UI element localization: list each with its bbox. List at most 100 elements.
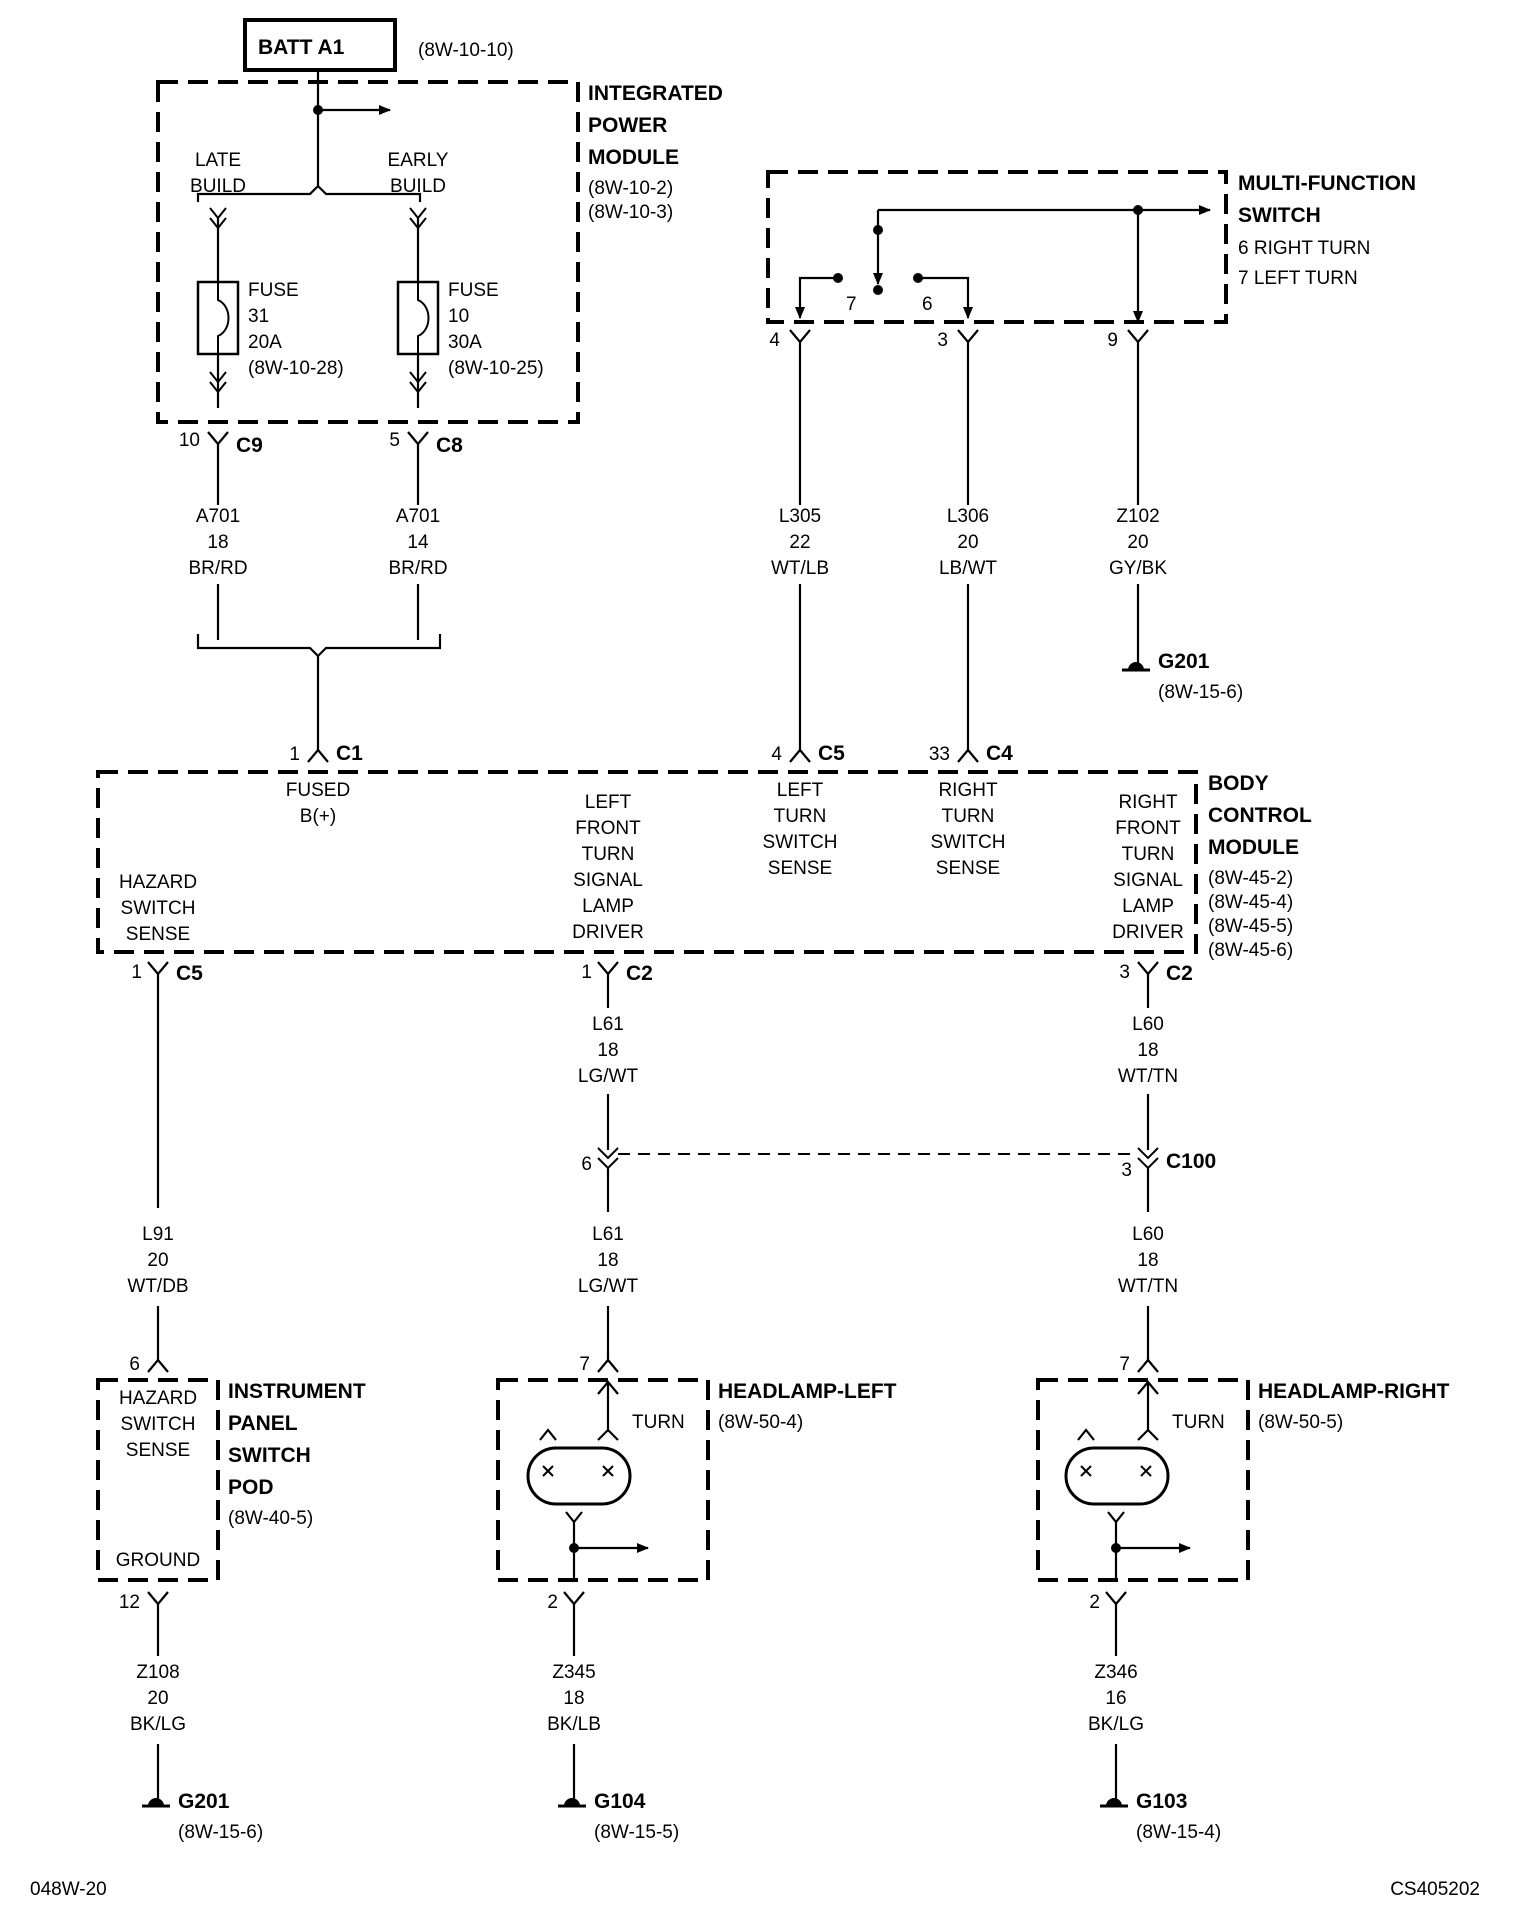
headlamp-left-boundary [496, 1378, 710, 1582]
headlamp-left-ref: (8W-50-4) [718, 1412, 803, 1433]
lf-driver-label: DRIVER [572, 922, 644, 943]
rf-driver-label: DRIVER [1112, 922, 1184, 943]
wire-l306: L306 20 LB/WT [939, 506, 997, 579]
mfs-note-2: 7 LEFT TURN [1238, 268, 1358, 289]
build-brace [196, 184, 422, 202]
wire-color: LB/WT [939, 558, 997, 579]
wire-color: BK/LG [130, 1714, 186, 1735]
bcm-c1-label: C1 [336, 742, 363, 765]
ground-g103: G103 (8W-15-4) [1100, 1790, 1221, 1843]
mfs-boundary [766, 170, 1228, 324]
pin-number: 1 [131, 962, 142, 983]
wire-l61-upper: L61 18 LG/WT [578, 1014, 639, 1087]
wire-l91: L91 20 WT/DB [127, 1224, 188, 1297]
headlamp-bulb-icon [1064, 1446, 1170, 1506]
c9-pin: 10 [179, 430, 200, 451]
connector-bcm-c5-bottom: 1 C5 [131, 961, 203, 1208]
pin-number: 7 [1119, 1354, 1130, 1375]
wire-a701-14: A701 14 BR/RD [388, 506, 447, 579]
wire-z345: Z345 18 BK/LB [547, 1662, 601, 1735]
pin-number: 1 [581, 962, 592, 983]
connector-label: C5 [818, 742, 845, 765]
a701-brace [196, 634, 442, 658]
headlamp-right-boundary [1036, 1378, 1250, 1582]
headlamp-left: 7 HEADLAMP-LEFT (8W-50-4) TURN 2 [496, 1354, 897, 1656]
late-build-line1: LATE [195, 150, 241, 171]
ipm-ref-2: (8W-10-3) [588, 202, 673, 223]
wire-color: WT/DB [127, 1276, 188, 1297]
wire-code: A701 [396, 506, 440, 527]
switch-pod-title: PANEL [228, 1412, 298, 1435]
pin-number: 9 [1107, 330, 1118, 351]
c9-label: C9 [236, 434, 263, 457]
headlamp-right-title: HEADLAMP-RIGHT [1258, 1380, 1449, 1403]
wire-color: LG/WT [578, 1066, 639, 1087]
bcm-title-line1: BODY [1208, 772, 1269, 795]
ground-icon [1128, 662, 1144, 670]
figure-code-left: 048W-20 [30, 1879, 107, 1900]
hazard-sense-label: SENSE [126, 924, 190, 945]
lf-driver-label: FRONT [575, 818, 641, 839]
ipm-title-line2: POWER [588, 114, 667, 137]
ground-icon [148, 1798, 164, 1806]
wire-code: L91 [142, 1224, 174, 1245]
wire-l60-lower: L60 18 WT/TN [1118, 1224, 1178, 1297]
pin-number: 7 [579, 1354, 590, 1375]
wire-gauge: 20 [147, 1250, 168, 1271]
headlamp-bulb-icon [526, 1446, 632, 1506]
wire-code: A701 [196, 506, 240, 527]
bcm-c1-pin: 1 [289, 744, 300, 765]
mfs-pin-9: 9 [1107, 329, 1149, 505]
bcm-ref: (8W-45-6) [1208, 940, 1293, 961]
bcm-ref: (8W-45-2) [1208, 868, 1293, 889]
pin-number: 3 [1121, 1160, 1132, 1181]
right-sense-label: TURN [942, 806, 995, 827]
instrument-panel-switch-pod: 6 HAZARD SWITCH SENSE GROUND INSTRUMENT … [96, 1354, 366, 1656]
fused-label: FUSED [286, 780, 350, 801]
pin-number: 6 [129, 1354, 140, 1375]
left-sense-label: SENSE [768, 858, 832, 879]
mfs-title-line2: SWITCH [1238, 204, 1321, 227]
connector-label: C4 [986, 742, 1013, 765]
rf-driver-label: FRONT [1115, 818, 1181, 839]
ipm-boundary [156, 80, 580, 424]
fuse-10-rating: 30A [448, 332, 482, 353]
fuse-31-label: FUSE [248, 280, 299, 301]
wire-color: BR/RD [188, 558, 247, 579]
left-sense-label: SWITCH [763, 832, 838, 853]
ground-icon [1106, 1798, 1122, 1806]
pin-number: 33 [929, 744, 950, 765]
connector-label: C5 [176, 962, 203, 985]
pin-number: 3 [1119, 962, 1130, 983]
wire-z108: Z108 20 BK/LG [130, 1662, 186, 1735]
ground-ref: (8W-15-6) [1158, 682, 1243, 703]
wire-color: WT/TN [1118, 1276, 1178, 1297]
ground-g104: G104 (8W-15-5) [558, 1790, 679, 1843]
wire-code: Z102 [1116, 506, 1159, 527]
connector-bcm-c1: 1 C1 [289, 742, 363, 765]
wire-gauge: 20 [1127, 532, 1148, 553]
connector-c9: 10 C9 [179, 430, 263, 505]
ipm-title-line1: INTEGRATED [588, 82, 723, 105]
bcm-ref: (8W-45-4) [1208, 892, 1293, 913]
connector-bcm-c2-right: 3 C2 [1119, 961, 1193, 1008]
wire-a701-18: A701 18 BR/RD [188, 506, 247, 579]
wire-z346: Z346 16 BK/LG [1088, 1662, 1144, 1735]
battery-ref: (8W-10-10) [418, 40, 514, 61]
wire-code: L60 [1132, 1014, 1164, 1035]
contact-7: 7 [846, 294, 857, 315]
wire-color: WT/TN [1118, 1066, 1178, 1087]
connector-bcm-c4: 33 C4 [929, 742, 1013, 765]
mfs-note-1: 6 RIGHT TURN [1238, 238, 1370, 259]
pin-number: 6 [581, 1154, 592, 1175]
rf-driver-label: LAMP [1122, 896, 1174, 917]
fuse-10-ref: (8W-10-25) [448, 358, 544, 379]
rf-driver-label: TURN [1122, 844, 1175, 865]
switch-pod-title: INSTRUMENT [228, 1380, 366, 1403]
fused-label: B(+) [300, 806, 336, 827]
fuse-31-number: 31 [248, 306, 269, 327]
wire-code: Z345 [552, 1662, 595, 1683]
connector-c8: 5 C8 [389, 430, 463, 505]
pin-number: 12 [119, 1592, 140, 1613]
